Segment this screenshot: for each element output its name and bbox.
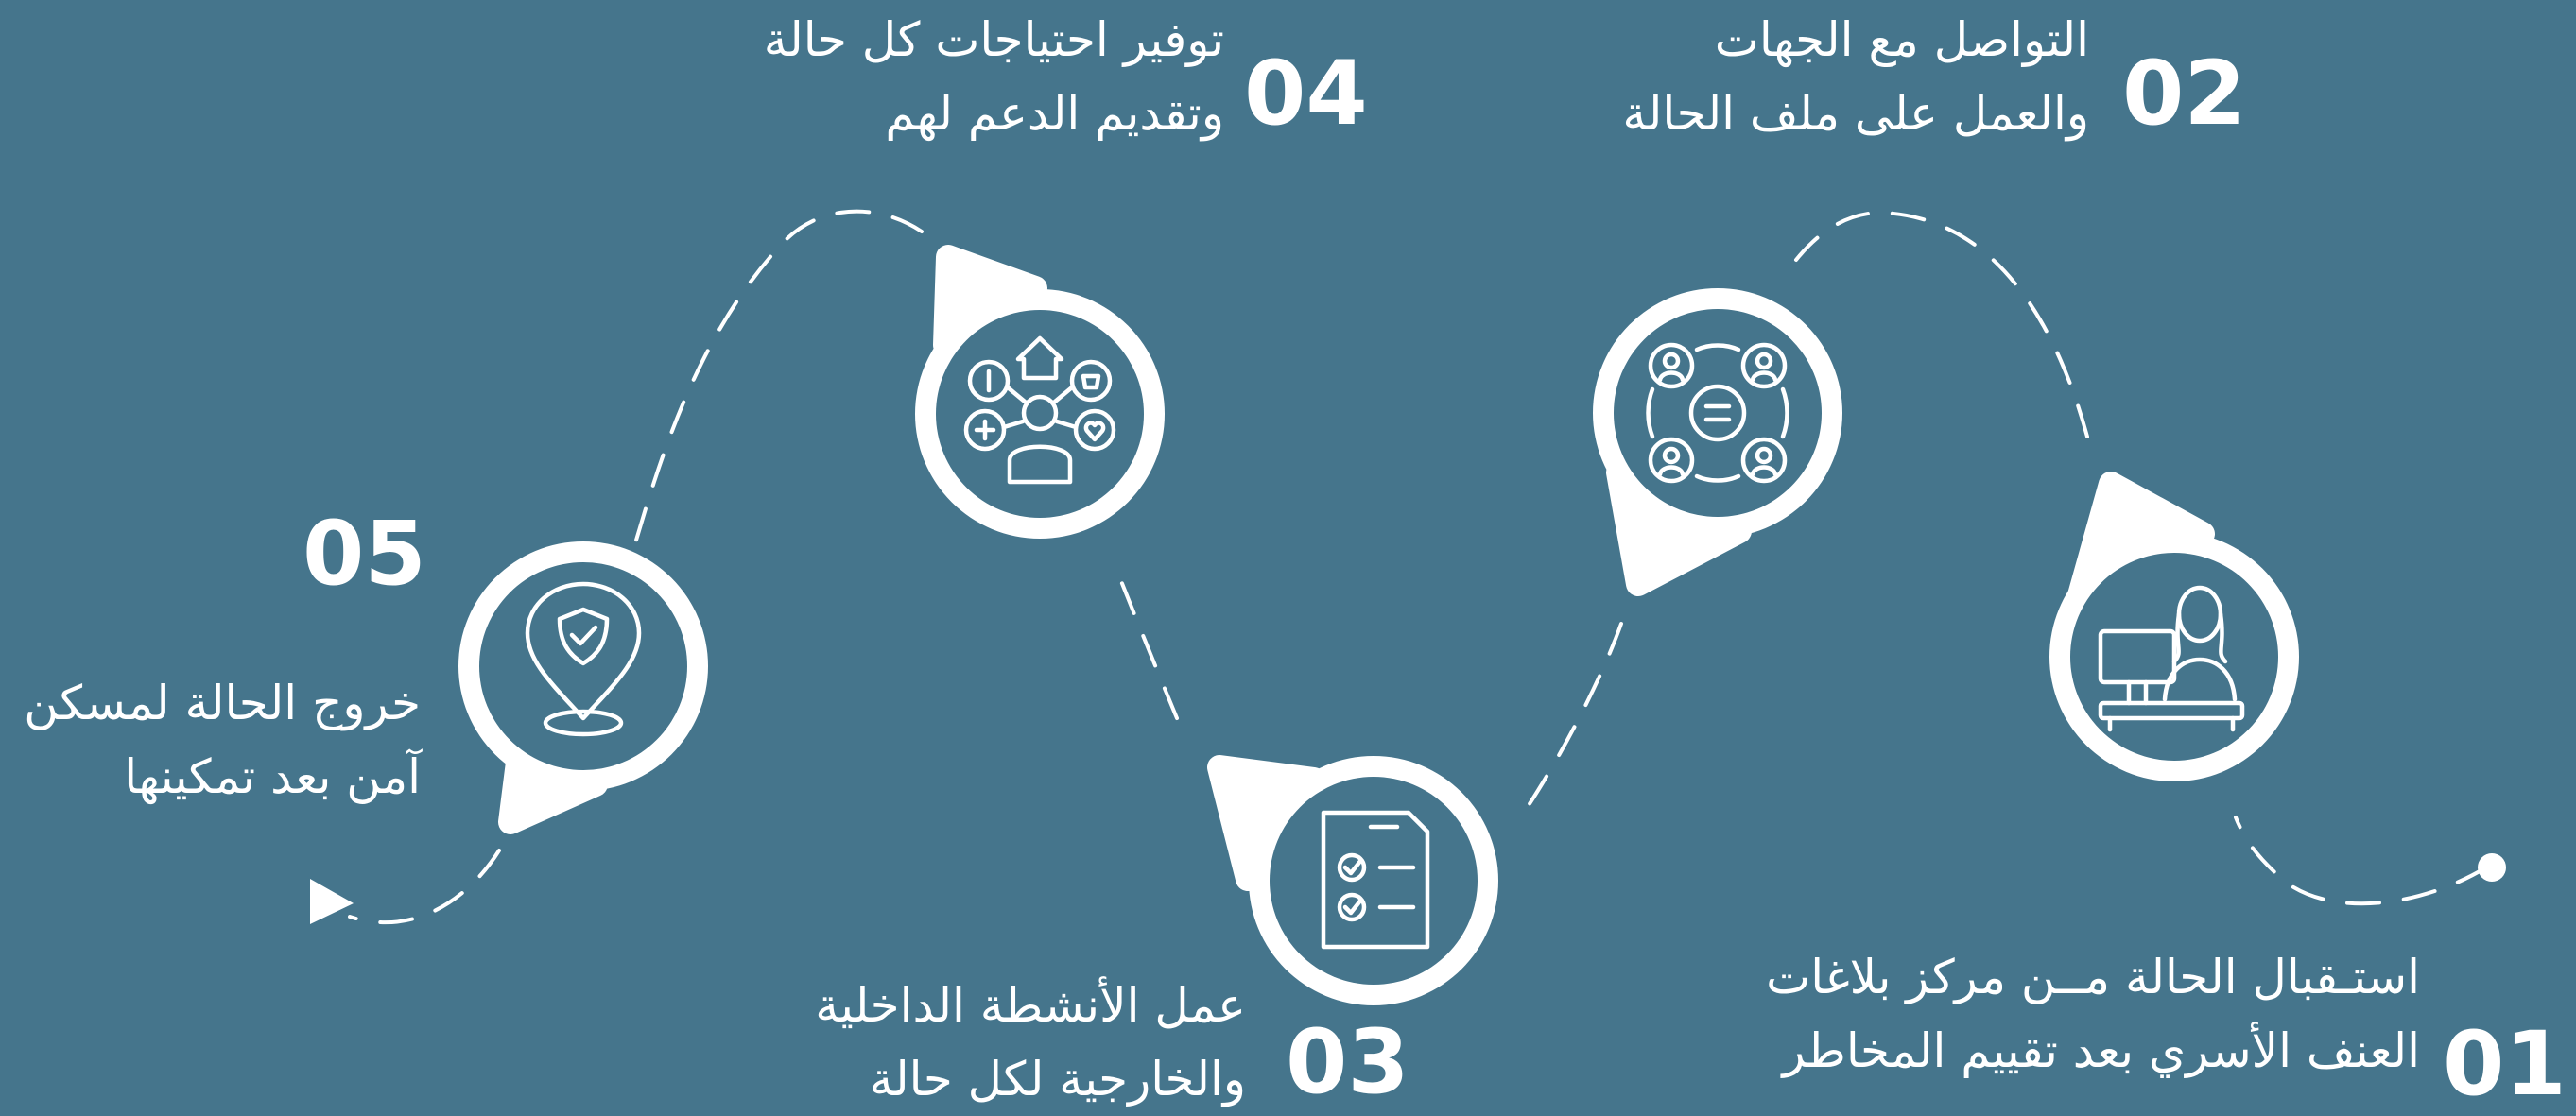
step-03-marker [1207, 755, 1498, 1005]
path-end-arrow [310, 879, 354, 924]
safe-location-shield-icon [525, 581, 642, 737]
step-04-line2: وتقديم الدعم لهم [885, 86, 1224, 141]
step-02-line1: التواصل مع الجهات [1714, 12, 2089, 67]
step-04-marker [915, 245, 1165, 539]
path-segment-1-2 [1794, 210, 2089, 438]
step-03-line1: عمل الأنشطة الداخلية [815, 978, 1246, 1033]
step-05-text: خروج الحالة لمسكن آمن بعد تمكينها [24, 666, 421, 814]
receptionist-desk-icon [2098, 585, 2245, 732]
checklist-document-icon [1321, 810, 1430, 950]
step-05-number: 05 [303, 503, 426, 606]
step-05-marker [458, 541, 708, 834]
step-04-number: 04 [1244, 43, 1368, 146]
step-01-line2: العنف الأسري بعد تقييم المخاطر [1782, 1023, 2420, 1078]
step-02-text: التواصل مع الجهات والعمل على ملف الحالة [1622, 3, 2089, 150]
step-02-number: 02 [2122, 43, 2246, 146]
step-01-line1: استـقبال الحالة مــن مركز بلاغات [1766, 950, 2420, 1004]
step-02-line2: والعمل على ملف الحالة [1622, 86, 2089, 141]
step-05-line1: خروج الحالة لمسكن [24, 676, 421, 730]
step-01-marker [2049, 472, 2299, 781]
step-02-marker [1593, 288, 1842, 596]
communication-network-icon [1646, 342, 1789, 484]
step-04-text: توفير احتياجات كل حالة وتقديم الدعم لهم [764, 3, 1224, 150]
step-03-text: عمل الأنشطة الداخلية والخارجية لكل حالة [815, 969, 1246, 1116]
needs-support-icon [963, 335, 1116, 485]
step-04-line1: توفير احتياجات كل حالة [763, 12, 1224, 67]
path-segment-4-5 [633, 209, 924, 545]
path-segment-end [348, 849, 501, 925]
step-03-line2: والخارجية لكل حالة [869, 1052, 1246, 1107]
path-segment-3-4 [1114, 565, 1179, 720]
path-start-dot [2478, 853, 2506, 882]
step-05-line2: آمن بعد تمكينها [124, 749, 421, 804]
step-01-text: استـقبال الحالة مــن مركز بلاغات العنف ا… [1766, 940, 2420, 1088]
path-segment-2-3 [1515, 622, 1623, 824]
path-segment-start [2234, 816, 2488, 906]
step-03-number: 03 [1286, 1011, 1409, 1114]
step-01-number: 01 [2443, 1013, 2567, 1116]
